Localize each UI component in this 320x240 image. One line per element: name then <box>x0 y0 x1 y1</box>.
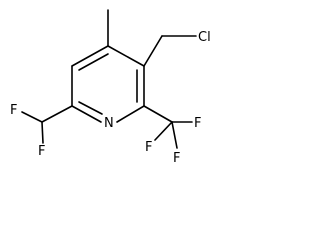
fluorine-label-chf2-lower: F <box>38 144 45 159</box>
cf3-bond-f-bottom <box>171 121 178 149</box>
chemical-structure: N Cl F F F F F <box>10 9 211 166</box>
ring-bond-c4-c3 <box>107 45 145 67</box>
fluorine-label-chf2-upper: F <box>10 103 17 118</box>
ring-bond-n-c6-inner <box>78 101 103 115</box>
ring-bond-c5-c4 <box>71 45 109 67</box>
chf2-bond-f-upper <box>21 111 43 123</box>
ring-bond-c5-c4-inner <box>78 53 109 71</box>
chf2-bond <box>41 105 73 123</box>
nitrogen-label: N <box>104 116 114 131</box>
fluorine-label-cf3-left: F <box>145 140 152 155</box>
chf2-bond-f-lower <box>41 121 44 144</box>
chlorine-label: Cl <box>198 30 211 45</box>
ring-bond-n-c6 <box>71 105 102 123</box>
structure-canvas: N Cl F F F F F <box>10 9 211 166</box>
cf3-bond <box>143 105 173 123</box>
ring-bond-c2-n <box>116 105 145 123</box>
fluorine-label-cf3-bottom: F <box>173 151 180 166</box>
chloromethyl-bond-1 <box>143 35 163 67</box>
fluorine-label-cf3-right: F <box>194 116 201 131</box>
cf3-bond-f-left <box>154 121 173 141</box>
